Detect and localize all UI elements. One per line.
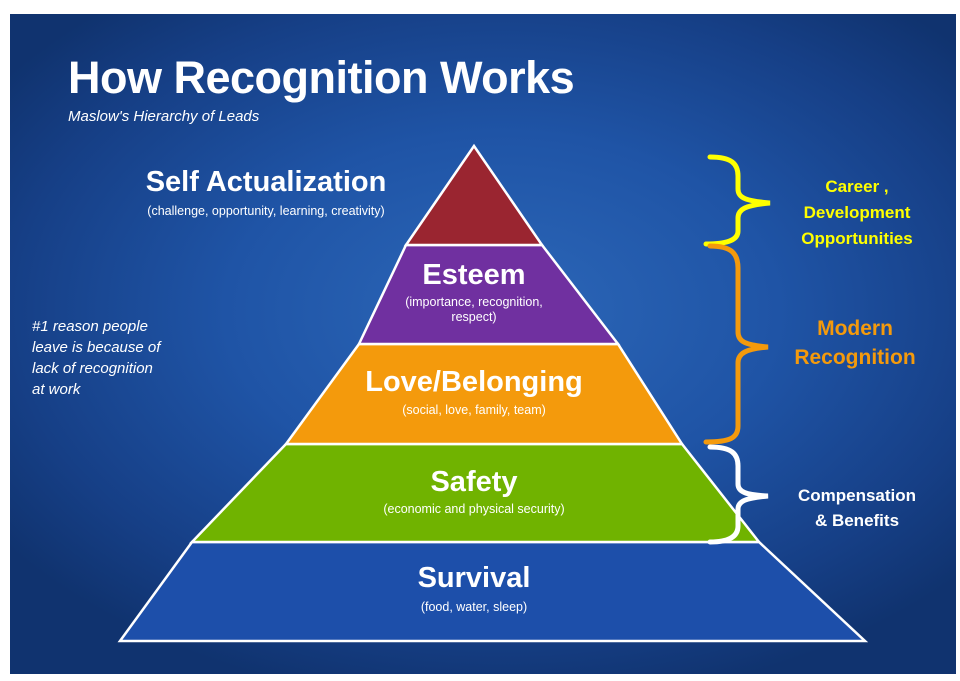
bracket-recognition: [703, 243, 769, 445]
side-note: #1 reason people leave is because of lac…: [32, 318, 161, 398]
label-modern-recognition: Modern Recognition: [794, 317, 916, 369]
level-desc-love-belonging: (social, love, family, team): [402, 403, 546, 417]
level-desc-esteem: (importance, recognition, respect): [405, 295, 543, 324]
pyramid-graphic: [117, 143, 869, 643]
level-desc-self-actualization: (challenge, opportunity, learning, creat…: [147, 204, 385, 218]
level-title-survival: Survival: [417, 562, 531, 594]
bracket-career: [703, 154, 771, 247]
level-title-esteem: Esteem: [422, 259, 526, 291]
page-subtitle: Maslow's Hierarchy of Leads: [68, 108, 260, 125]
label-compensation-benefits: Compensation & Benefits: [797, 486, 917, 530]
pyramid-level-self-actualization: [403, 143, 545, 247]
level-title-safety: Safety: [430, 466, 518, 498]
bracket-compensation: [707, 444, 769, 545]
page-title: How Recognition Works: [68, 52, 575, 103]
slide: How Recognition Works Maslow's Hierarchy…: [10, 14, 956, 674]
level-title-self-actualization: Self Actualization: [145, 166, 387, 198]
label-career-development: Career , Development Opportunities: [801, 177, 913, 248]
level-desc-safety: (economic and physical security): [383, 502, 565, 516]
level-title-love-belonging: Love/Belonging: [365, 366, 583, 398]
level-desc-survival: (food, water, sleep): [420, 600, 528, 614]
